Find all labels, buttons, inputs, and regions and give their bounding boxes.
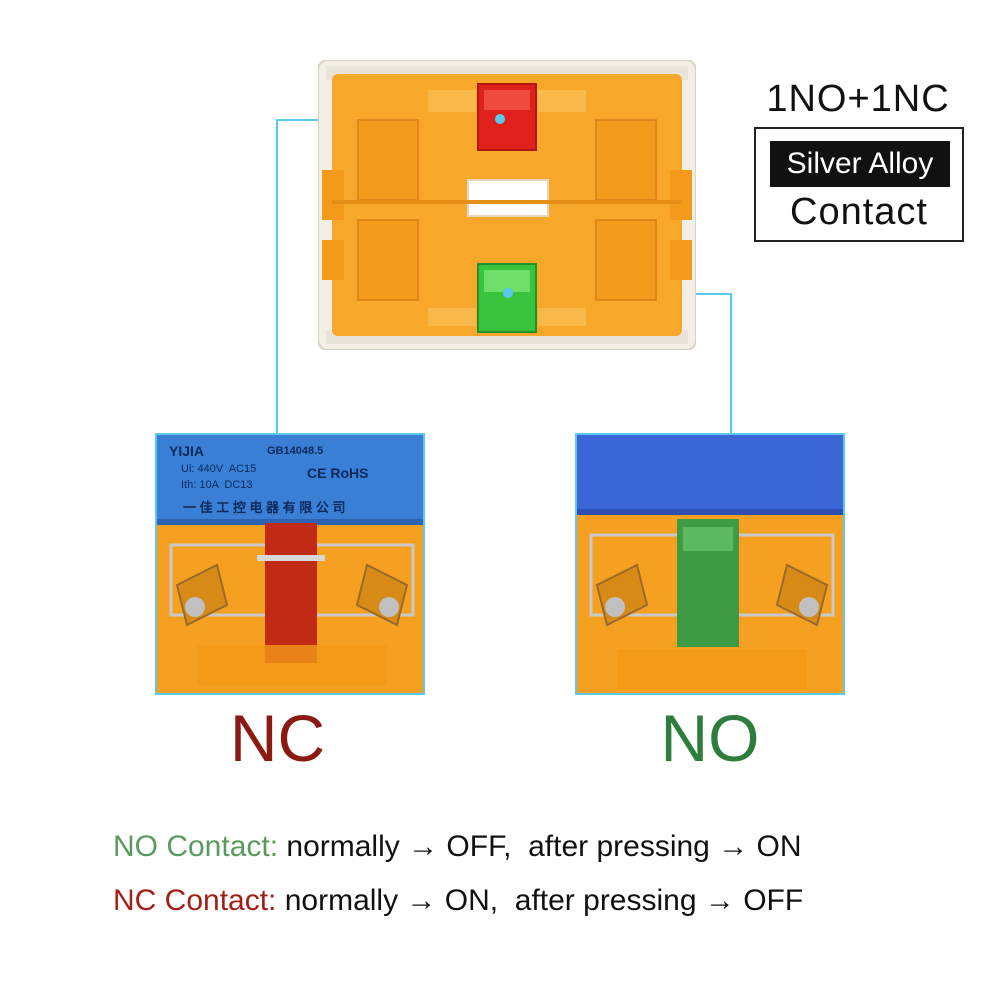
sticker-marks: CE RoHS xyxy=(307,465,369,481)
nc-contact-illustration xyxy=(157,435,423,693)
contact-config-title: 1NO+1NC xyxy=(766,78,950,120)
nc-contact-key: NC Contact: xyxy=(113,884,277,917)
no-contact-illustration xyxy=(577,435,843,693)
no-contact-text: normally → OFF, after pressing → ON xyxy=(278,830,802,863)
sticker-standard: GB14048.5 xyxy=(267,445,324,457)
sticker-ratings-2: Ith: 10A DC13 xyxy=(181,479,253,491)
no-contact-description: NO Contact: normally → OFF, after pressi… xyxy=(113,830,802,864)
no-contact-photo xyxy=(575,433,845,695)
no-label: NO xyxy=(660,701,760,775)
connector-line-nc-vertical xyxy=(276,119,278,435)
nc-contact-description: NC Contact: normally → ON, after pressin… xyxy=(113,884,803,918)
sticker-brand: YIJIA xyxy=(169,443,205,459)
sticker-ratings-1: Ui: 440V AC15 xyxy=(181,463,257,475)
spec-box: Silver Alloy Contact xyxy=(754,127,964,242)
contact-block-image xyxy=(318,60,696,350)
no-contact-key: NO Contact: xyxy=(113,830,279,863)
spec-contact-label: Contact xyxy=(790,191,928,233)
nc-contact-text: normally → ON, after pressing → OFF xyxy=(276,884,804,917)
sticker-company: 一 佳 工 控 电 器 有 限 公 司 xyxy=(183,500,346,515)
material-badge: Silver Alloy xyxy=(770,141,950,187)
nc-label: NC xyxy=(229,701,326,775)
nc-contact-photo: YIJIA GB14048.5 Ui: 440V AC15 Ith: 10A D… xyxy=(155,433,425,695)
connector-line-no-vertical xyxy=(730,293,732,435)
